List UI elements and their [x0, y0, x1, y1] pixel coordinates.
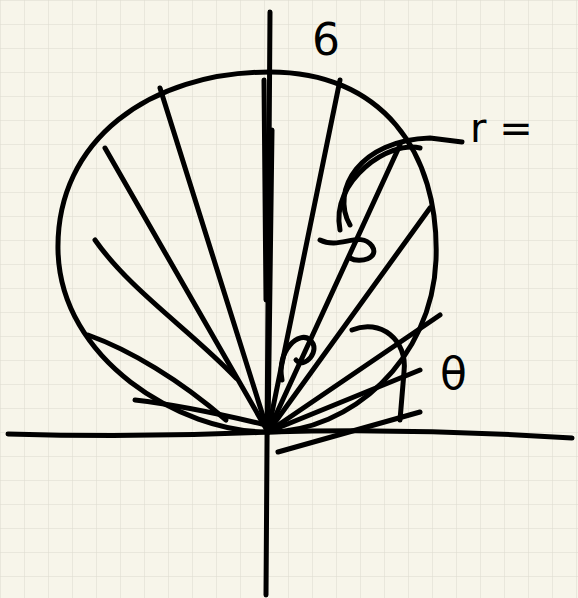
- handwritten-label: r =: [470, 108, 533, 148]
- handwritten-label: θ: [440, 352, 467, 396]
- handwritten-label: 6: [312, 18, 340, 62]
